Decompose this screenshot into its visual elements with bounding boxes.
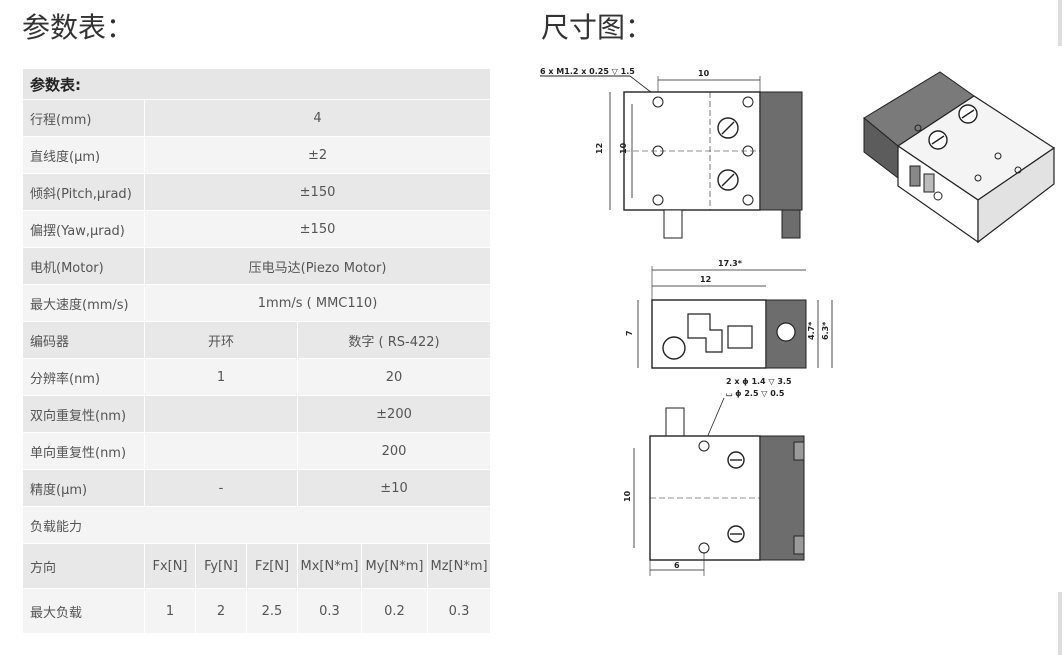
thread-note: 6 x M1.2 x 0.25 ▽ 1.5: [540, 67, 635, 76]
params-heading: 参数表：: [22, 11, 135, 44]
load-value: 2: [195, 588, 247, 634]
table-row: 精度(μm) - ±10: [22, 469, 492, 507]
open-loop-cell: [144, 395, 298, 433]
load-section-label: 负载能力: [21, 506, 492, 544]
row-label: 单向重复性(nm): [22, 432, 145, 470]
digital-cell: 200: [296, 432, 492, 470]
digital-cell: ±10: [296, 469, 492, 507]
row-label: 偏摆(Yaw,μrad): [22, 210, 145, 248]
row-value: 压电马达(Piezo Motor): [143, 247, 492, 285]
load-col-header: Fx[N]: [144, 543, 196, 589]
hole-note-1: 2 x ϕ 1.4 ▽ 3.5: [726, 377, 792, 386]
load-value: 0.3: [426, 588, 492, 634]
load-col-header: My[N*m]: [361, 543, 428, 589]
open-loop-cell: -: [144, 469, 298, 507]
row-value: ±150: [143, 173, 492, 211]
side-view-drawing: 17.3* 12 7 4.7* 6.3*: [625, 259, 833, 369]
dimensions-heading: 尺寸图：: [541, 11, 654, 44]
row-label: 精度(μm): [22, 469, 145, 507]
top-inner-height-label: 10: [619, 142, 628, 154]
load-col-header: Fy[N]: [195, 543, 247, 589]
top-width-label: 10: [698, 69, 710, 78]
table-row: 双向重复性(nm) ±200: [22, 395, 492, 433]
table-row: 直线度(μm) ±2: [22, 136, 492, 174]
open-loop-cell: 1: [144, 358, 298, 396]
digital-cell: 20: [296, 358, 492, 396]
row-label: 倾斜(Pitch,μrad): [22, 173, 145, 211]
table-row: 最大负载 1 2 2.5 0.3 0.2 0.3: [22, 588, 492, 634]
side-right-label-2: 6.3*: [821, 321, 830, 340]
digital-cell: ±200: [296, 395, 492, 433]
bottom-view-drawing: 2 x ϕ 1.4 ▽ 3.5 ⌴ ϕ 2.5 ▽ 0.5 10 6: [623, 377, 805, 576]
page-edge-mark: [1058, 592, 1062, 655]
table-title: 参数表:: [21, 68, 492, 100]
side-height-label: 7: [625, 330, 634, 336]
digital-cell: 数字 ( RS-422): [296, 321, 492, 359]
row-value: ±150: [143, 210, 492, 248]
row-label: 双向重复性(nm): [22, 395, 145, 433]
table-row: 倾斜(Pitch,μrad) ±150: [22, 173, 492, 211]
spec-table: 参数表: 行程(mm) 4 直线度(μm) ±2 倾斜(Pitch,μrad) …: [21, 68, 492, 634]
table-row: 方向 Fx[N] Fy[N] Fz[N] Mx[N*m] My[N*m] Mz[…: [22, 543, 492, 589]
row-value: 4: [143, 99, 492, 137]
table-row: 电机(Motor) 压电马达(Piezo Motor): [22, 247, 492, 285]
bottom-height-label: 10: [623, 490, 632, 502]
row-label: 行程(mm): [22, 99, 145, 137]
row-label: 最大速度(mm/s): [22, 284, 145, 322]
table-row: 偏摆(Yaw,μrad) ±150: [22, 210, 492, 248]
row-label: 分辨率(nm): [22, 358, 145, 396]
top-view-drawing: 6 x M1.2 x 0.25 ▽ 1.5 10 12 10: [540, 67, 803, 239]
load-col-header: Mz[N*m]: [426, 543, 492, 589]
isometric-view-drawing: [863, 71, 1056, 244]
row-value: 1mm/s ( MMC110): [143, 284, 492, 322]
side-total-label: 17.3*: [718, 259, 743, 268]
motor-block: [759, 91, 803, 211]
row-label: 电机(Motor): [22, 247, 145, 285]
row-label: 编码器: [22, 321, 145, 359]
load-value: 1: [144, 588, 196, 634]
row-label: 直线度(μm): [22, 136, 145, 174]
table-header-row: 参数表:: [21, 68, 492, 100]
open-loop-cell: 开环: [144, 321, 298, 359]
table-row: 单向重复性(nm) 200: [22, 432, 492, 470]
table-row: 最大速度(mm/s) 1mm/s ( MMC110): [22, 284, 492, 322]
table-row: 负载能力: [21, 506, 492, 544]
hole-note-2: ⌴ ϕ 2.5 ▽ 0.5: [726, 389, 785, 398]
bottom-width-label: 6: [674, 561, 680, 570]
page-edge-mark: [1058, 0, 1062, 46]
side-body: [651, 299, 767, 369]
table-row: 分辨率(nm) 1 20: [22, 358, 492, 396]
load-value: 2.5: [246, 588, 298, 634]
table-row: 行程(mm) 4: [22, 99, 492, 137]
open-loop-cell: [144, 432, 298, 470]
row-label: 方向: [22, 543, 145, 589]
row-value: ±2: [143, 136, 492, 174]
load-value: 0.2: [361, 588, 428, 634]
row-label: 最大负载: [22, 588, 145, 634]
side-length-label: 12: [700, 275, 711, 284]
table-row: 编码器 开环 数字 ( RS-422): [22, 321, 492, 359]
load-col-header: Mx[N*m]: [297, 543, 362, 589]
load-value: 0.3: [297, 588, 362, 634]
side-right-label-1: 4.7*: [807, 321, 816, 340]
load-col-header: Fz[N]: [246, 543, 298, 589]
top-height-label: 12: [595, 143, 604, 154]
